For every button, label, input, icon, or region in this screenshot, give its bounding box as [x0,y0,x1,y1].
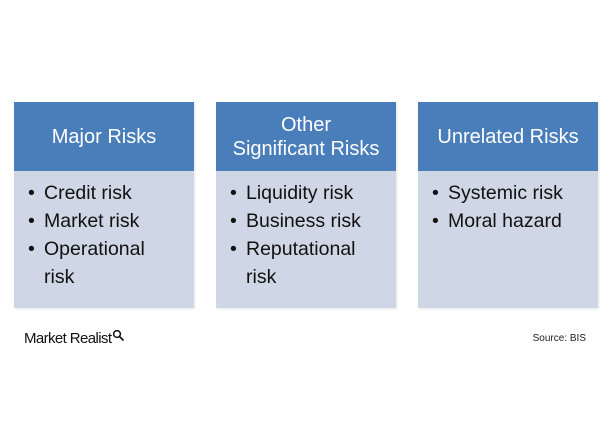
risk-list: • Credit risk • Market risk • Operational r… [26,179,186,291]
column-body: • Liquidity risk • Business risk • Reputati… [216,171,396,291]
list-item: • Operational risk [26,235,186,291]
list-item: • Liquidity risk [228,179,388,207]
list-item: • Credit risk [26,179,186,207]
column-header-text: Major Risks [51,125,157,148]
list-item-text: Systemic risk [448,182,563,204]
bullet-icon: • [230,210,237,232]
bullet-icon: • [28,182,35,204]
magnifier-icon [113,329,125,341]
list-item-text: Market risk [44,210,140,232]
column-major-risks: Major Risks • Credit risk • Market risk • O… [14,102,194,308]
column-header: Other Significant Risks [216,102,396,171]
column-header: Major Risks [14,102,194,171]
column-header-text: Unrelated Risks [437,125,579,148]
risk-columns: Major Risks •Credit risk •Market risk •O… [14,102,602,308]
list-item-text: Liquidity risk [246,182,354,204]
risk-list: • Systemic risk • Moral hazard [430,179,590,235]
column-unrelated-risks: Unrelated Risks • Systemic risk • Moral ha… [418,102,598,308]
bullet-icon: • [28,210,35,232]
bullet-icon: • [432,182,439,204]
list-item-text: Credit risk [44,182,132,204]
list-item-text: Reputational risk [246,238,356,288]
list-item: • Systemic risk [430,179,590,207]
brand-logo: Market Realist [24,329,125,348]
list-item: • Market risk [26,207,186,235]
list-item: • Business risk [228,207,388,235]
list-item: • Reputational risk [228,235,388,291]
column-header-text: Other Significant Risks [232,113,380,160]
column-header: Unrelated Risks [418,102,598,171]
bullet-icon: • [230,238,237,260]
source-note: Source: BIS [532,333,586,344]
list-item-text: Moral hazard [448,210,562,232]
column-body: • Credit risk • Market risk • Operational r… [14,171,194,291]
list-item-text: Operational risk [44,238,145,288]
list-item: • Moral hazard [430,207,590,235]
column-other-significant-risks: Other Significant Risks • Liquidity risk … [216,102,396,308]
bullet-icon: • [230,182,237,204]
bullet-icon: • [28,238,35,260]
list-item-text: Business risk [246,210,361,232]
bullet-icon: • [432,210,439,232]
brand-name: Market Realist [24,330,112,347]
risk-list: • Liquidity risk • Business risk • Reputati… [228,179,388,291]
column-body: • Systemic risk • Moral hazard [418,171,598,235]
